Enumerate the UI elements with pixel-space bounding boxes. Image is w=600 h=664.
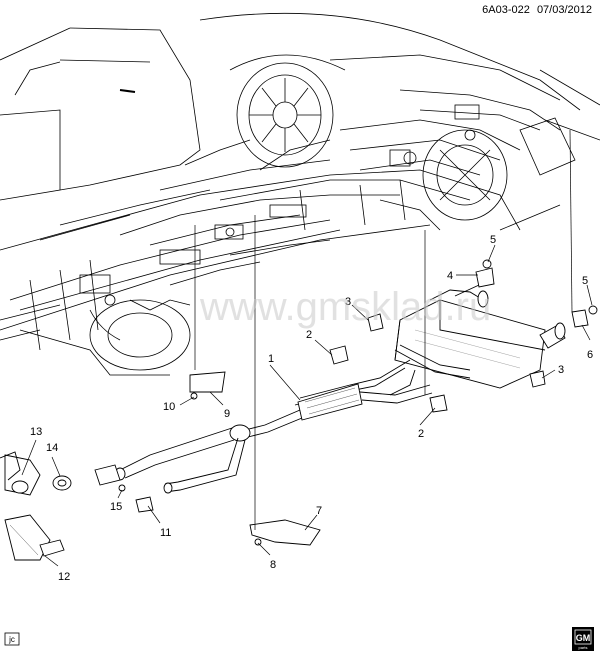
callout-labels: 1 2 2 3 3 4 5 5 6 7 8 9 10 11 12 13 14 1… [30,234,593,583]
callout-7: 7 [316,505,322,517]
leader-lines [21,129,593,567]
callout-11: 11 [160,527,171,539]
diagram-code: 6A03-022 [482,4,530,16]
callout-5a: 5 [490,234,496,246]
hanger-insulator-3a [367,313,384,332]
footer: jc GM parts [4,627,594,651]
intermediate-pipe [244,344,471,438]
bracket-7 [249,519,321,546]
clamp-11 [135,496,154,513]
callout-3b: 3 [558,364,564,376]
hanger-bracket-4 [475,267,495,288]
callout-9: 9 [224,408,230,420]
callout-5b: 5 [582,275,588,287]
footer-tag: jc [8,635,15,644]
callout-1: 1 [268,353,274,365]
bracket-9 [189,371,226,393]
callout-2a: 2 [306,329,312,341]
callout-4: 4 [447,270,453,282]
bolt-15 [118,484,126,492]
catalytic-converter-upper [0,451,41,496]
hanger-insulator-3b [529,370,546,388]
catalytic-converter-lower [4,514,65,561]
callout-10: 10 [163,401,175,413]
hanger-6 [571,309,589,328]
gm-logo-text: GM [576,633,591,643]
gm-logo [572,627,594,651]
diagram-header: 6A03-022 07/03/2012 [482,4,592,16]
hanger-insulator-2a [329,345,349,365]
callout-13: 13 [30,426,42,438]
watermark-text: www.gmsklad.ru [199,285,491,329]
gm-logo-sub: parts [579,645,588,650]
callout-8: 8 [270,559,276,571]
door-handle [119,89,136,93]
callout-2b: 2 [418,428,424,440]
callout-12: 12 [58,571,70,583]
hanger-insulator-2b [429,394,448,413]
callout-15: 15 [110,501,122,513]
exhaust-parts [0,259,598,561]
callout-3a: 3 [345,296,351,308]
flange-gasket [52,475,72,491]
nut-5a [482,259,492,269]
bolt-8 [254,538,262,546]
front-y-pipe [94,424,251,494]
callout-6: 6 [587,349,593,361]
rear-muffler [394,279,566,389]
diagram-date: 07/03/2012 [537,4,592,16]
callout-14: 14 [46,442,58,454]
nut-5b [588,305,598,315]
vehicle-body [0,12,600,376]
